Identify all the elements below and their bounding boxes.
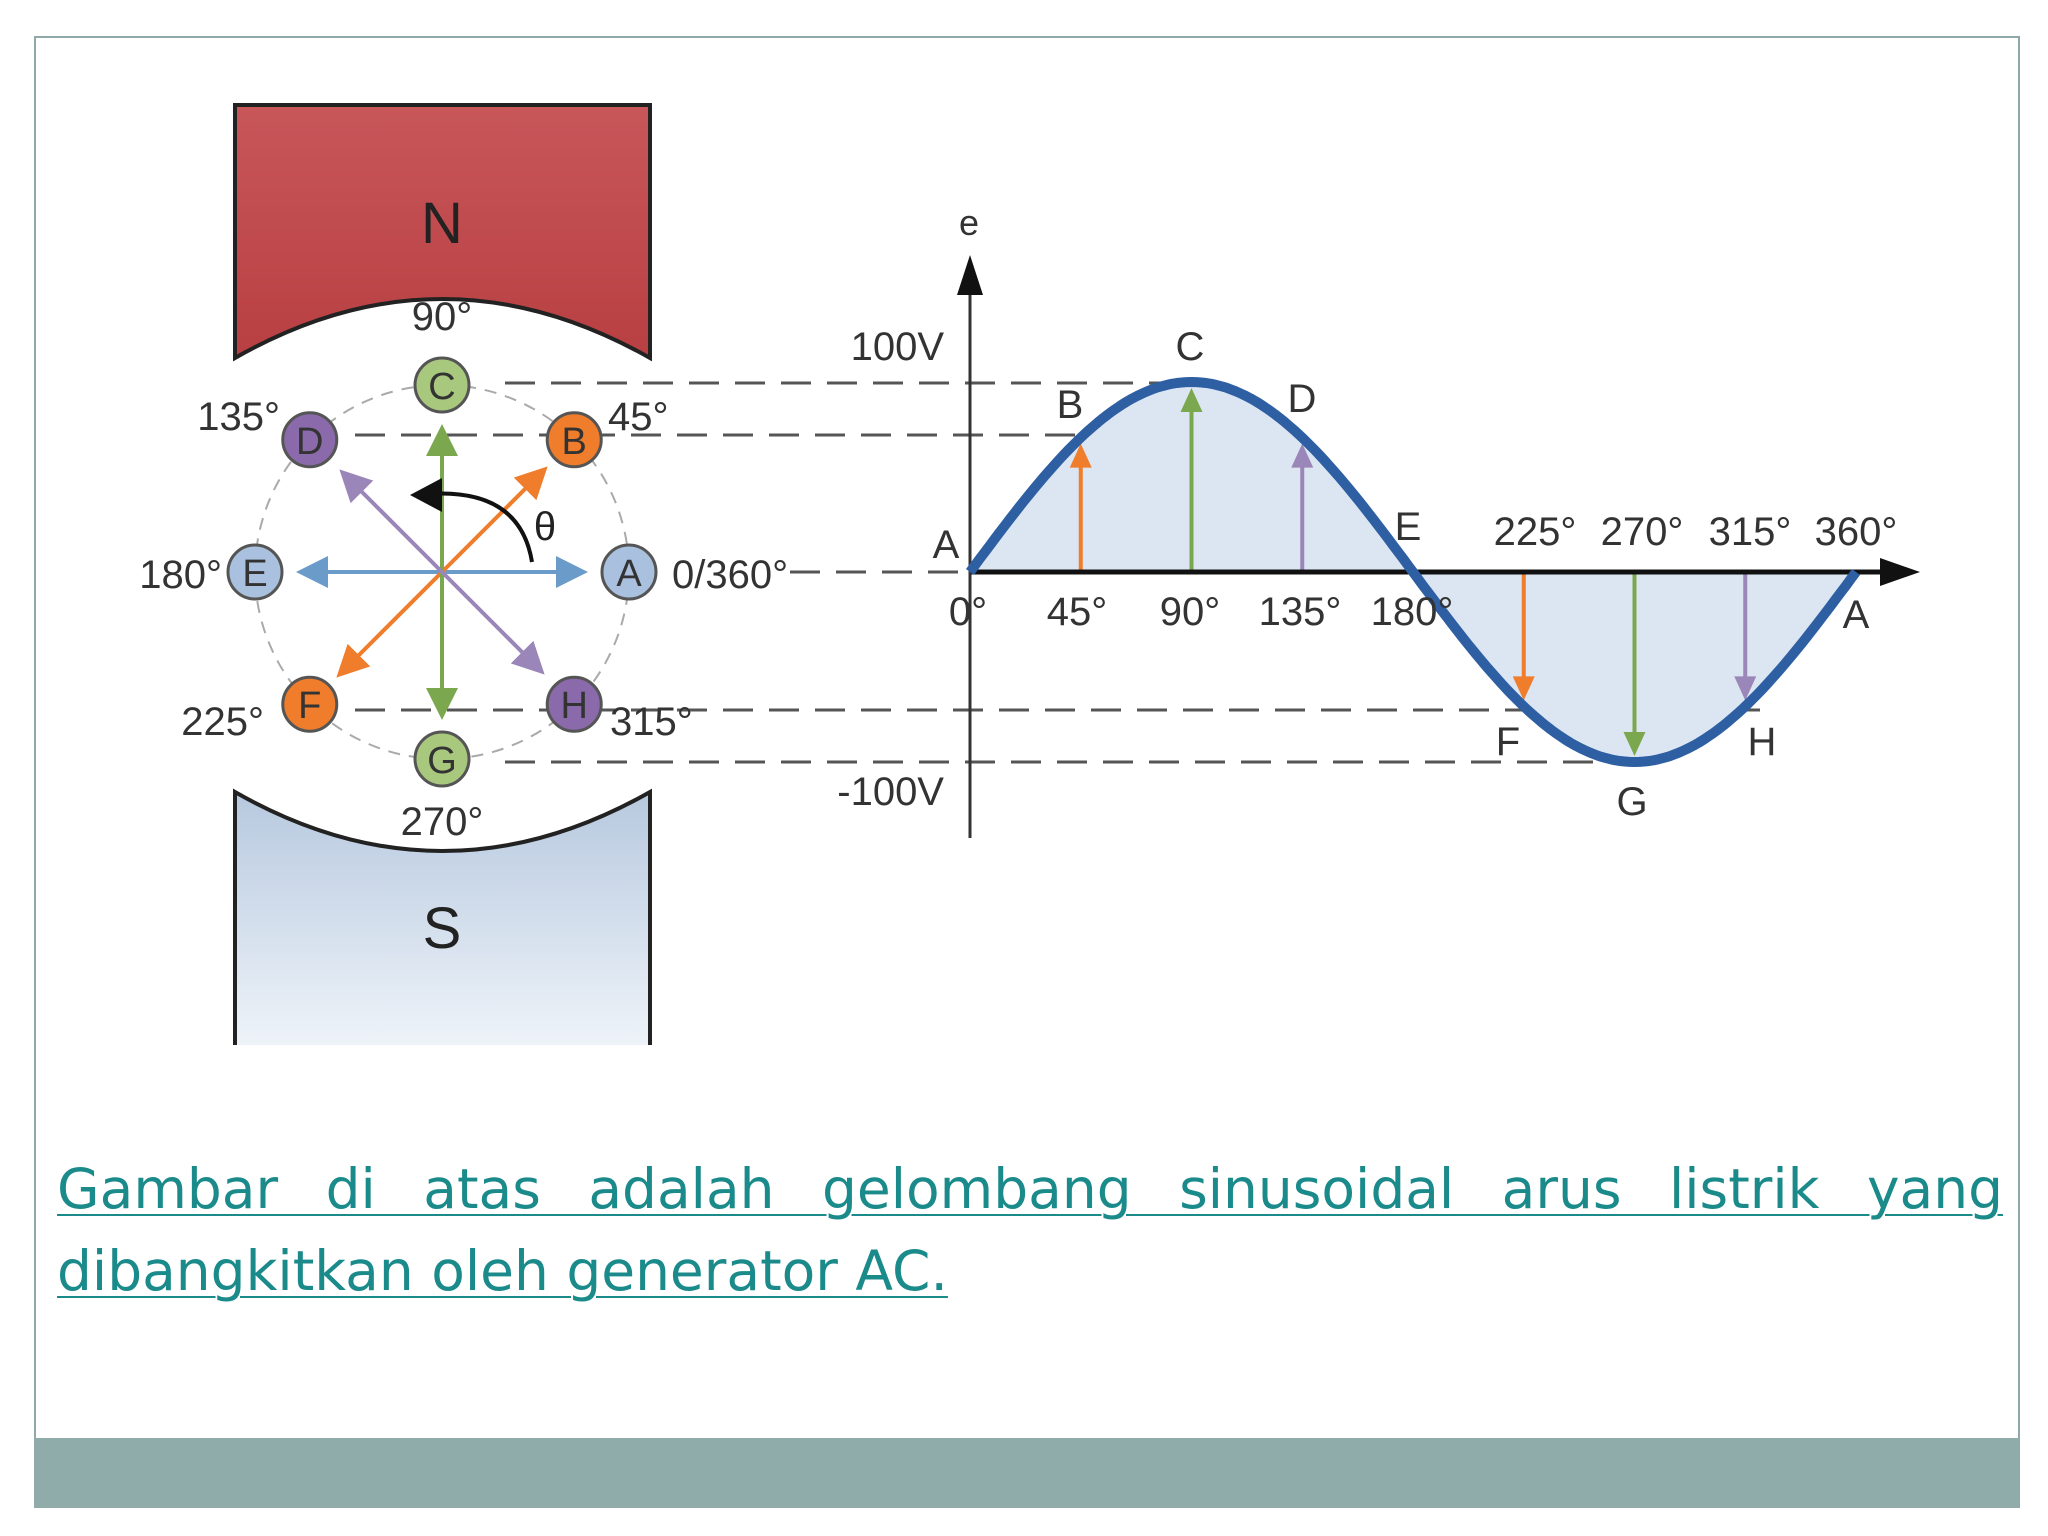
waveform-arrow [1291, 443, 1314, 572]
vector-h [440, 570, 545, 675]
rotor-angle-label: 315° [610, 700, 693, 744]
axis-tick-label: 45° [1047, 590, 1108, 634]
curve-point-label: A [933, 523, 960, 567]
axis-tick-label: 90° [1160, 590, 1221, 634]
pos-peak-label: 100V [851, 325, 945, 369]
south-label: S [423, 896, 462, 961]
north-magnet: N [233, 103, 652, 362]
axis-tick-label: 360° [1815, 510, 1898, 554]
waveform-arrows [1069, 388, 1757, 756]
rotor-point-e: E 180° [139, 543, 284, 601]
rotor-point-g: G 270° [401, 730, 484, 844]
axis-tick-label: 0° [949, 590, 987, 634]
axis-tick-label: 180° [1371, 590, 1454, 634]
y-axis-arrowhead [957, 255, 983, 295]
waveform-arrow [1069, 443, 1092, 572]
rotor-point-c: C 90° [412, 295, 473, 414]
axis-tick-label: 315° [1709, 510, 1792, 554]
axis-tick-label: 270° [1601, 510, 1684, 554]
waveform-arrow [1734, 572, 1757, 701]
vector-f [336, 570, 444, 678]
vector-b [440, 466, 548, 574]
curve-point-label: D [1288, 377, 1317, 421]
caption: Gambar di atas adalah gelombang sinusoid… [57, 1157, 2003, 1303]
rotor-angle-label: 180° [139, 553, 222, 597]
curve-point-label: E [1395, 505, 1422, 549]
rotor-point-b: B 45° [545, 395, 669, 469]
rotor-points: A 0/360° B 45° C 90° D 135° E 180° F 225° G 270° H 315° [139, 295, 788, 844]
rotor-point-letter: H [561, 685, 588, 727]
rotor-angle-label: 90° [412, 295, 473, 339]
south-magnet: S [233, 788, 652, 1045]
curve-point-label: H [1748, 720, 1777, 764]
rotation-arrow-head [410, 478, 442, 512]
footer-bar [34, 1438, 2020, 1508]
rotor-angle-label: 0/360° [672, 553, 788, 597]
waveform-plot: e 100V -100V [837, 202, 1920, 838]
curve-point-label: C [1176, 325, 1205, 369]
rotor-angle-label: 270° [401, 800, 484, 844]
rotor-point-letter: C [428, 366, 455, 408]
rotor-point-a: A 0/360° [600, 543, 788, 601]
curve-point-label: B [1057, 383, 1084, 427]
rotation-arrow [427, 491, 534, 563]
axis-tick-label: 135° [1259, 590, 1342, 634]
rotor-point-h: H 315° [545, 675, 693, 744]
waveform-labels: 0° 45° 90° 135° 180° 225° 270° 315° 360° A B C D E F G H… [933, 325, 1898, 824]
theta-label: θ [534, 505, 556, 549]
waveform-curve [965, 377, 1861, 767]
rotor-point-letter: D [296, 421, 323, 463]
rotor-angle-label: 135° [197, 395, 280, 439]
waveform-arrow [1623, 572, 1646, 756]
x-axis-arrowhead [1880, 558, 1920, 586]
rotor-angle-label: 225° [181, 700, 264, 744]
rotor-point-f: F 225° [181, 675, 339, 744]
rotor-point-d: D 135° [197, 395, 339, 469]
y-axis-label: e [959, 202, 979, 243]
waveform-arrow [1180, 388, 1203, 572]
axis-tick-label: 225° [1494, 510, 1577, 554]
neg-peak-label: -100V [837, 770, 944, 814]
rotor-point-letter: B [562, 421, 587, 463]
north-label: N [421, 191, 463, 256]
rotor-point-letter: A [616, 553, 642, 595]
curve-point-label: G [1616, 780, 1647, 824]
vector-d [339, 469, 444, 574]
waveform-arrow [1512, 572, 1535, 701]
curve-point-label: A [1843, 593, 1870, 637]
rotor-angle-label: 45° [608, 395, 669, 439]
curve-point-label: F [1496, 720, 1520, 764]
rotor-point-letter: G [427, 740, 457, 782]
rotor-point-letter: E [242, 553, 267, 595]
rotor-point-letter: F [298, 685, 321, 727]
